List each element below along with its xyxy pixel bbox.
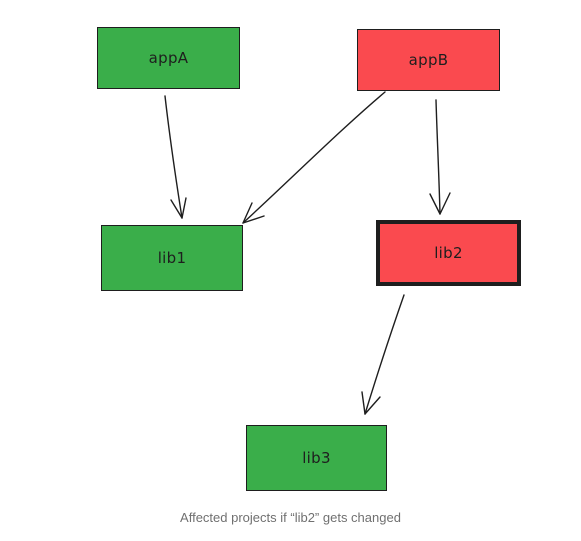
node-appB-label: appB [408, 51, 449, 69]
node-lib3: lib3 [246, 425, 387, 491]
node-appA-label: appA [148, 49, 189, 67]
node-lib2: lib2 [376, 220, 521, 286]
node-lib3-label: lib3 [302, 449, 331, 467]
edge-lib2-lib3 [361, 294, 405, 415]
node-appA: appA [97, 27, 240, 89]
node-lib1-label: lib1 [157, 249, 187, 267]
edge-appB-lib2 [429, 99, 451, 215]
edge-appA-lib1 [164, 95, 187, 219]
figure-caption: Affected projects if “lib2” gets changed [180, 510, 401, 525]
edge-appB-lib1 [242, 91, 386, 224]
node-appB: appB [357, 29, 500, 91]
node-lib1: lib1 [101, 225, 243, 291]
node-lib2-label: lib2 [434, 244, 463, 262]
